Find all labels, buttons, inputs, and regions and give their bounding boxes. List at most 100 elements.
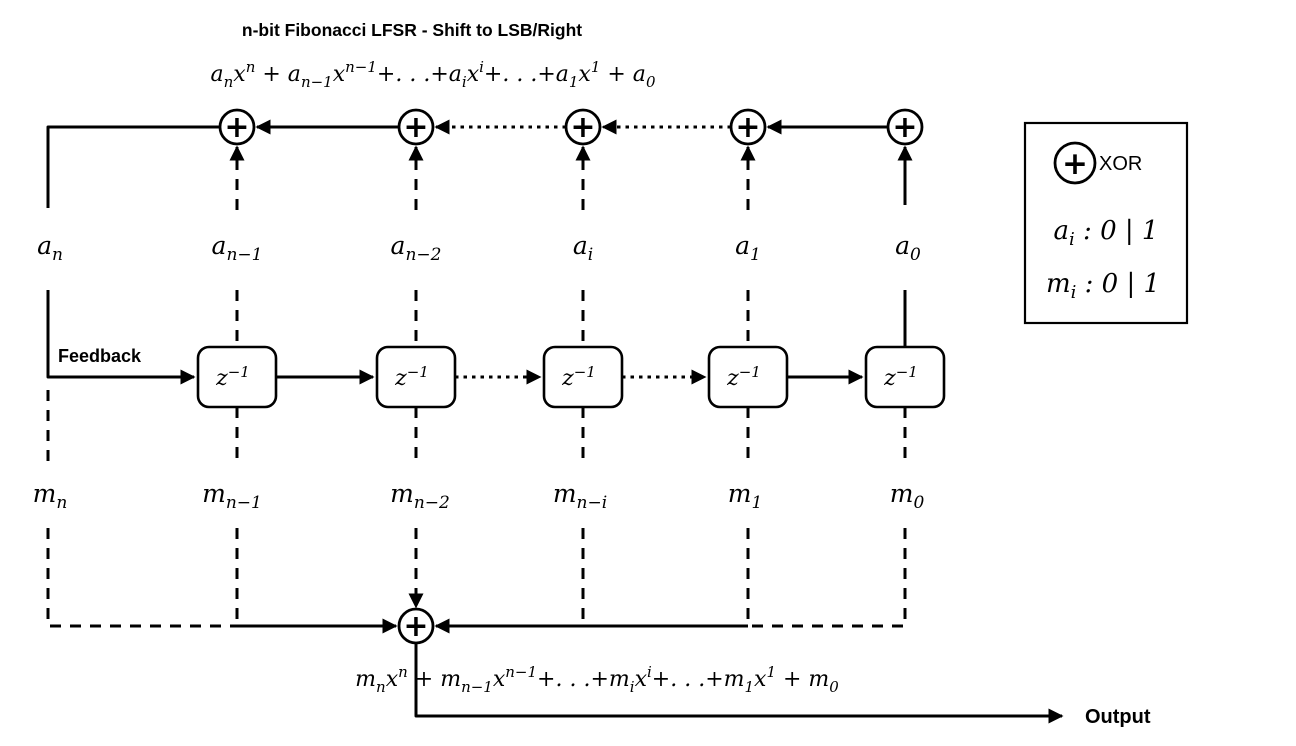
xor-nodes: + + + + + bbox=[218, 108, 924, 146]
xor-plus: + bbox=[570, 110, 595, 145]
legend-box bbox=[1023, 121, 1189, 325]
label-a-i: ai bbox=[573, 231, 593, 265]
z-sup: −1 bbox=[574, 363, 596, 381]
legend-m-base: m bbox=[1046, 269, 1071, 299]
f-top-s9: 0 bbox=[646, 73, 656, 91]
f-bot-b7: +. . .+m bbox=[652, 667, 745, 692]
a-coefficient-labels: an an−1 an−2 ai a1 a0 bbox=[37, 231, 921, 265]
z-sup: −1 bbox=[407, 363, 429, 381]
f-bot-b9: + m bbox=[776, 667, 829, 692]
m-n-base: m bbox=[33, 479, 57, 508]
m-n-sub: n bbox=[56, 493, 67, 513]
f-top-b5: +. . .+a bbox=[377, 62, 462, 87]
feedback-path: Feedback bbox=[46, 290, 196, 385]
feedback-label: Feedback bbox=[58, 346, 142, 366]
label-m-0: m0 bbox=[890, 479, 925, 513]
xor-plus: + bbox=[224, 110, 249, 145]
delay-label-n1: z−1 bbox=[215, 363, 250, 391]
a-i-base: a bbox=[573, 231, 588, 260]
delay-label-n2: z−1 bbox=[394, 363, 429, 391]
xor-icon bbox=[729, 108, 767, 146]
bus-feedback-corner bbox=[46, 125, 220, 208]
f-top-s3: n−1 bbox=[301, 73, 333, 91]
m-ni-sub: n−i bbox=[577, 493, 608, 513]
m-ni-base: m bbox=[553, 479, 577, 508]
f-bot-b1: m bbox=[355, 667, 376, 692]
legend-a-values: ai : 0 | 1 bbox=[1054, 216, 1159, 250]
legend-m-rest: : 0 | 1 bbox=[1076, 269, 1160, 299]
m-n1-base: m bbox=[202, 479, 226, 508]
label-a-n2: an−2 bbox=[391, 231, 442, 265]
xor-plus: + bbox=[892, 110, 917, 145]
m-1-sub: 1 bbox=[751, 493, 762, 513]
label-a-0: a0 bbox=[895, 231, 921, 265]
diagram-title: n-bit Fibonacci LFSR - Shift to LSB/Righ… bbox=[242, 20, 582, 40]
a-1-sub: 1 bbox=[750, 245, 761, 265]
feedback-solid-arrow bbox=[46, 290, 196, 385]
legend-m-values: mi : 0 | 1 bbox=[1046, 269, 1160, 303]
f-top-b3: + a bbox=[255, 62, 301, 87]
f-top-s1: n bbox=[224, 73, 234, 91]
f-top-s7: 1 bbox=[569, 73, 579, 91]
output-label: Output bbox=[1085, 706, 1151, 728]
f-bot-s9: 0 bbox=[829, 678, 839, 696]
xor-icon bbox=[1053, 141, 1097, 185]
f-bot-b5: +. . .+m bbox=[537, 667, 630, 692]
z-base: z bbox=[215, 366, 228, 391]
z-base: z bbox=[883, 366, 896, 391]
a-n-sub: n bbox=[52, 245, 63, 265]
label-m-ni: mn−i bbox=[553, 479, 607, 513]
legend-a-rest: : 0 | 1 bbox=[1075, 216, 1159, 246]
f-bot-s5: i bbox=[630, 678, 635, 696]
f-bot-s3: n−1 bbox=[461, 678, 493, 696]
a-n1-base: a bbox=[212, 231, 227, 260]
f-top-s5: i bbox=[462, 73, 467, 91]
z-base: z bbox=[561, 366, 574, 391]
legend-m-sub: i bbox=[1071, 282, 1077, 303]
f-bot-p4: n−1 bbox=[505, 663, 537, 681]
f-bot-s1: n bbox=[376, 678, 386, 696]
a-1-base: a bbox=[735, 231, 750, 260]
xor-icon bbox=[218, 108, 256, 146]
label-m-n1: mn−1 bbox=[202, 479, 262, 513]
a-n1-sub: n−1 bbox=[226, 245, 262, 265]
a-0-base: a bbox=[895, 231, 910, 260]
xor-icon bbox=[397, 108, 435, 146]
a-n-base: a bbox=[37, 231, 52, 260]
f-bot-b6: x bbox=[635, 667, 648, 692]
tap-arrows-into-xors bbox=[229, 145, 913, 347]
label-a-1: a1 bbox=[735, 231, 761, 265]
z-sup: −1 bbox=[739, 363, 761, 381]
legend-a-sub: i bbox=[1069, 229, 1075, 250]
m-n2-sub: n−2 bbox=[414, 493, 450, 513]
f-top-p2: n bbox=[246, 58, 256, 76]
a-n2-sub: n−2 bbox=[405, 245, 441, 265]
f-top-p4: n−1 bbox=[345, 58, 377, 76]
m-0-sub: 0 bbox=[913, 493, 924, 513]
m-n2-base: m bbox=[390, 479, 414, 508]
f-top-b2: x bbox=[233, 62, 246, 87]
mn-dashed-corner-to-sum bbox=[46, 528, 237, 628]
f-bot-p2: n bbox=[398, 663, 408, 681]
label-m-n: mn bbox=[33, 479, 68, 513]
f-bot-b4: x bbox=[493, 667, 506, 692]
f-bot-b2: x bbox=[386, 667, 399, 692]
label-m-n2: mn−2 bbox=[390, 479, 450, 513]
output-sum-node: + bbox=[397, 607, 435, 645]
top-xor-bus bbox=[46, 119, 888, 208]
xor-plus: + bbox=[1062, 146, 1088, 182]
xor-icon bbox=[886, 108, 924, 146]
a-n2-base: a bbox=[391, 231, 406, 260]
delay-label-0: z−1 bbox=[883, 363, 918, 391]
f-bot-p6: i bbox=[647, 663, 652, 681]
delay-label-i: z−1 bbox=[561, 363, 596, 391]
legend-a-base: a bbox=[1054, 216, 1070, 246]
output-path: Output bbox=[414, 643, 1151, 728]
m0-dashed-corner-to-sum bbox=[751, 528, 907, 628]
label-m-1: m1 bbox=[728, 479, 763, 513]
label-a-n: an bbox=[37, 231, 63, 265]
f-top-b1: a bbox=[211, 62, 224, 87]
z-sup: −1 bbox=[228, 363, 250, 381]
